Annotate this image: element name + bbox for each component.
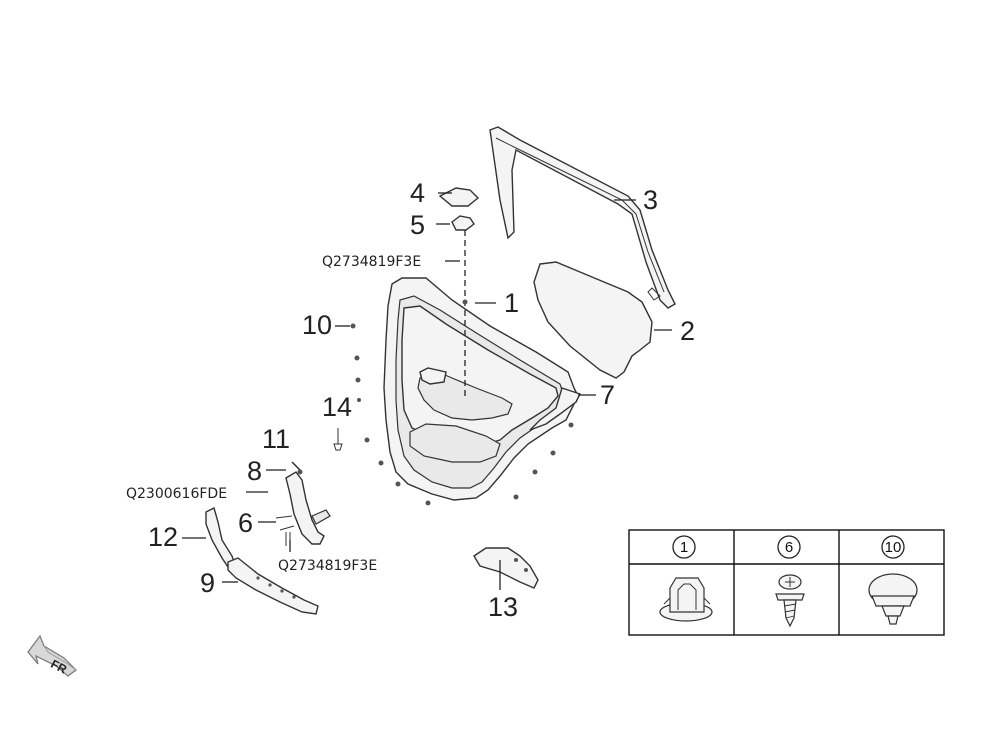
part-code-left: Q2300616FDE	[126, 486, 227, 502]
callout-6: 6	[238, 508, 253, 538]
part-4-cover	[438, 187, 480, 207]
clip-1-icon	[659, 577, 713, 622]
callout-13: 13	[488, 592, 518, 622]
callout-4: 4	[410, 178, 425, 208]
fastener-legend-table: 1 6 10	[628, 529, 945, 636]
part-10-clip	[350, 323, 356, 329]
callout-8: 8	[247, 456, 262, 486]
callout-11: 11	[262, 424, 290, 454]
legend-header-10: 10	[885, 539, 902, 556]
front-direction-label: FR	[48, 657, 69, 677]
callout-10: 10	[302, 310, 332, 340]
part-2-insulator-pad	[533, 261, 653, 379]
callout-12: 12	[148, 522, 178, 552]
part-code-lower: Q2734819F3E	[278, 558, 377, 574]
screw-6-icon	[775, 574, 805, 628]
clip-10-icon	[868, 573, 918, 625]
part-14-clip	[333, 428, 343, 451]
callout-1: 1	[504, 288, 519, 318]
part-5-cap	[451, 215, 475, 231]
part-6-screws	[275, 515, 295, 546]
part-13-cover	[473, 547, 539, 589]
part-9-lower-strip	[227, 557, 319, 615]
part-3-run-channel	[489, 126, 676, 309]
callout-9: 9	[200, 568, 215, 598]
callout-5: 5	[410, 210, 425, 240]
part-7-door-trim-panel	[354, 277, 581, 506]
callout-7: 7	[600, 380, 615, 410]
legend-header-1: 1	[680, 539, 688, 556]
front-direction-arrow-icon: FR	[27, 634, 77, 677]
part-8-handle-bracket	[285, 461, 331, 545]
legend-header-6: 6	[785, 539, 793, 556]
callout-2: 2	[680, 316, 695, 346]
callout-3: 3	[643, 185, 658, 215]
part-code-upper: Q2734819F3E	[322, 254, 421, 270]
callout-14: 14	[322, 392, 352, 422]
